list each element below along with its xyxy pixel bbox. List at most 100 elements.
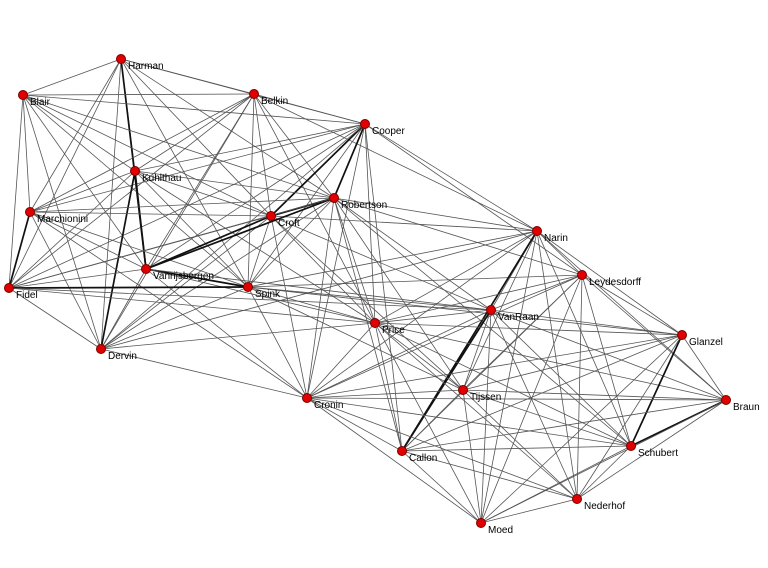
edge-tijssen-moed [462, 389, 482, 524]
edge-narin-nederhof [536, 230, 578, 500]
node-robertson[interactable]: Robertson [329, 193, 388, 212]
node-marker[interactable] [476, 518, 486, 528]
node-marker[interactable] [249, 89, 259, 99]
edge-spink-glanzel [247, 286, 683, 336]
edge-tijssen-braun [462, 389, 727, 401]
node-marker[interactable] [486, 305, 496, 315]
node-marker[interactable] [4, 283, 14, 293]
node-price[interactable]: Price [370, 318, 406, 337]
node-label: VanRaan [498, 312, 539, 323]
node-marker[interactable] [577, 270, 587, 280]
node-vanraan[interactable]: VanRaan [486, 305, 539, 324]
edge-spink-tijssen [247, 286, 464, 391]
edge-spink-narin [247, 230, 538, 288]
edge-cooper-callon [364, 123, 403, 452]
node-callon[interactable]: Callon [397, 446, 438, 465]
node-label: Dervin [108, 351, 137, 362]
edge-cooper-marchionini [29, 123, 366, 213]
node-marker[interactable] [370, 318, 380, 328]
node-marker[interactable] [329, 193, 339, 203]
node-marker[interactable] [626, 441, 636, 451]
edge-blair-marchionini [22, 94, 31, 213]
node-marker[interactable] [266, 211, 276, 221]
edge-glanzel-braun [681, 334, 727, 401]
node-marker[interactable] [116, 54, 126, 64]
node-spink[interactable]: Spink [243, 282, 282, 301]
node-marker[interactable] [721, 395, 731, 405]
edge-leydesdorff-braun [581, 274, 727, 401]
node-tijssen[interactable]: Tijssen [458, 385, 502, 404]
node-kuhlthau[interactable]: Kuhlthau [130, 166, 182, 185]
edge-vanraan-schubert [490, 309, 632, 447]
edge-croft-tijssen [270, 215, 464, 391]
node-braun[interactable]: Braun [721, 395, 760, 414]
edge-leydesdorff-glanzel [581, 274, 683, 336]
edge-belkin-spink [247, 93, 255, 288]
node-marchionini[interactable]: Marchionini [25, 207, 89, 226]
node-marker[interactable] [243, 282, 253, 292]
node-dervin[interactable]: Dervin [96, 344, 137, 363]
edge-harman-dervin [100, 58, 122, 350]
node-blair[interactable]: Blair [18, 90, 51, 109]
node-marker[interactable] [96, 344, 106, 354]
edge-croft-spink [247, 215, 272, 288]
node-schubert[interactable]: Schubert [626, 441, 679, 460]
edge-cooper-cronin [306, 123, 366, 399]
edge-glanzel-tijssen [462, 334, 683, 391]
edge-cooper-vanrijsbergen [145, 123, 366, 270]
node-glanzel[interactable]: Glanzel [677, 330, 723, 349]
edge-spink-fidel [8, 286, 249, 289]
node-marker[interactable] [18, 90, 28, 100]
node-label: Narin [544, 233, 568, 244]
edge-vanraan-price [374, 309, 492, 324]
node-vanrijsbergen[interactable]: Vanrijsbergen [141, 264, 214, 283]
edge-cooper-narin [364, 123, 538, 232]
node-marker[interactable] [397, 446, 407, 456]
node-nederhof[interactable]: Nederhof [572, 494, 626, 513]
edge-fidel-price [8, 287, 376, 324]
node-marker[interactable] [302, 393, 312, 403]
edge-kuhlthau-fidel [8, 170, 136, 289]
node-marker[interactable] [458, 385, 468, 395]
node-narin[interactable]: Narin [532, 226, 568, 245]
node-label: Cooper [372, 126, 405, 137]
edge-marchionini-fidel [8, 211, 31, 289]
node-marker[interactable] [532, 226, 542, 236]
node-harman[interactable]: Harman [116, 54, 164, 73]
edge-glanzel-nederhof [576, 334, 683, 500]
node-belkin[interactable]: Belkin [249, 89, 289, 108]
node-fidel[interactable]: Fidel [4, 283, 38, 302]
edge-cooper-robertson [333, 123, 366, 199]
edge-marchionini-vanrijsbergen [29, 211, 147, 270]
edge-narin-glanzel [536, 230, 683, 336]
node-marker[interactable] [572, 494, 582, 504]
node-cooper[interactable]: Cooper [360, 119, 406, 138]
node-label: Braun [733, 402, 760, 413]
edge-blair-croft [22, 94, 272, 217]
edge-robertson-cronin [306, 197, 335, 399]
edge-vanrijsbergen-fidel [8, 268, 147, 289]
node-marker[interactable] [141, 264, 151, 274]
node-marker[interactable] [677, 330, 687, 340]
edge-blair-robertson [22, 94, 335, 199]
edge-robertson-vanraan [333, 197, 492, 311]
node-leydesdorff[interactable]: Leydesdorff [577, 270, 642, 289]
node-moed[interactable]: Moed [476, 518, 514, 537]
node-label: Leydesdorff [589, 277, 641, 288]
node-croft[interactable]: Croft [266, 211, 300, 230]
node-cronin[interactable]: Cronin [302, 393, 344, 412]
edge-nederhof-moed [480, 498, 578, 524]
node-marker[interactable] [130, 166, 140, 176]
node-marker[interactable] [360, 119, 370, 129]
node-label: Spink [255, 289, 281, 300]
edge-vanrijsbergen-price [145, 268, 376, 324]
node-marker[interactable] [25, 207, 35, 217]
edge-glanzel-moed [480, 334, 683, 524]
edge-robertson-fidel [8, 197, 335, 289]
edge-vanrijsbergen-vanraan [145, 268, 492, 311]
edge-cooper-kuhlthau [134, 123, 366, 172]
edge-kuhlthau-price [134, 170, 376, 324]
node-label: Harman [128, 61, 164, 72]
edge-harman-robertson [120, 58, 335, 199]
